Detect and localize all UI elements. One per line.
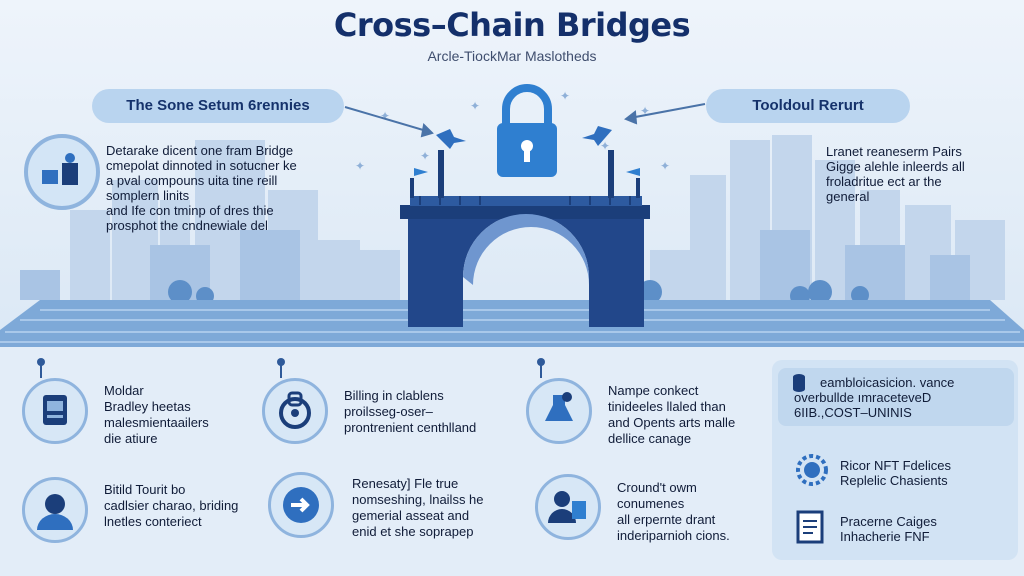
text-line: Detarake dicent one fram Bridge <box>106 143 294 158</box>
svg-text:✦: ✦ <box>380 109 390 123</box>
feature-text: Billing in clablens proilsseg-oser– pron… <box>344 388 534 436</box>
text-line: inderiparnioh cions. <box>617 528 730 543</box>
text-line: all erpernte drant <box>617 512 716 527</box>
feature-text: Bitild Tourit bo cadlsier charao, bridin… <box>104 482 294 530</box>
page-subtitle: Arcle-TiockMar Maslotheds <box>427 48 597 64</box>
text-line: Renesaty] Fle true <box>352 476 459 491</box>
feature-item-transfer: Renesaty] Fle true nomseshing, lnailss h… <box>268 472 538 547</box>
chemistry-lab-icon <box>526 378 592 444</box>
document-icon <box>796 510 824 544</box>
page-title: Cross–Chain Bridges <box>333 6 691 44</box>
text-line: conumenes <box>617 496 685 511</box>
feature-item-smart-contract: Moldar Bradley heetas malesmientaailers … <box>22 378 302 448</box>
text-line: prontrenient centhlland <box>344 420 477 435</box>
svg-text:✦: ✦ <box>660 159 670 173</box>
text-line: malesmientaailers <box>104 415 209 430</box>
svg-text:✦: ✦ <box>470 99 480 113</box>
text-line: dellice canage <box>608 431 692 446</box>
panel-row-line: Inhacherie FNF <box>840 529 930 544</box>
text-line: Bitild Tourit bo <box>104 482 186 497</box>
pill-label-left: The Sone Setum 6rennies <box>92 89 344 123</box>
text-line: tinideeles llaled than <box>608 399 726 414</box>
feature-item-lab: Nampe conkect tinideeles llaled than and… <box>526 378 776 448</box>
padlock-icon <box>497 84 557 177</box>
feature-item-person: Bitild Tourit bo cadlsier charao, bridin… <box>22 477 302 547</box>
summary-panel: eambloicasicion. vance overbullde ımrace… <box>772 360 1018 560</box>
text-line: froladritue ect ar the <box>826 174 942 189</box>
text-line: Bradley heetas <box>104 399 191 414</box>
text-line: nomseshing, lnailss he <box>352 492 484 507</box>
user-document-icon <box>535 474 601 540</box>
bridge-scene-illustration: ✦ ✦ ✦ ✦ ✦ ✦ ✦ ✦ <box>0 0 1024 350</box>
svg-text:✦: ✦ <box>420 149 430 163</box>
bridge-illustration <box>400 150 650 327</box>
text-line: lnetles conteriect <box>104 514 202 529</box>
svg-text:✦: ✦ <box>640 104 650 118</box>
svg-text:✦: ✦ <box>600 139 610 153</box>
left-description: Detarake dicent one fram Bridge cmepolat… <box>106 143 326 233</box>
panel-row-line: Ricor NFT Fdelices <box>840 458 952 473</box>
panel-row-line: Replelic Chasients <box>840 473 948 488</box>
text-line: Billing in clablens <box>344 388 444 403</box>
text-line: general <box>826 189 870 204</box>
svg-text:✦: ✦ <box>355 159 365 173</box>
text-line: Moldar <box>104 383 144 398</box>
pin-marker <box>537 358 545 378</box>
text-line: Lranet reaneserm Pairs <box>826 144 962 159</box>
text-line: enid et she soprapep <box>352 524 474 539</box>
pill-label-right: Tooldoul Rerurt <box>706 89 910 123</box>
smart-contract-icon <box>22 378 88 444</box>
security-lock-icon <box>262 378 328 444</box>
pin-marker <box>37 358 45 378</box>
text-line: prosphot the cndnewiale del <box>106 218 268 233</box>
svg-text:✦: ✦ <box>560 89 570 103</box>
text-line: gemerial asseat and <box>352 508 470 523</box>
feature-text: Renesaty] Fle true nomseshing, lnailss h… <box>352 476 542 540</box>
network-badge-icon <box>24 134 100 210</box>
right-description: Lranet reaneserm Pairs Gigge alehle inle… <box>826 144 1001 204</box>
person-avatar-icon <box>22 477 88 543</box>
feature-item-security: Billing in clablens proilsseg-oser– pron… <box>262 378 542 448</box>
text-line: and Opents arts malle <box>608 415 736 430</box>
nft-gear-icon <box>796 454 828 486</box>
panel-head-line: eambloicasicion. vance <box>820 375 955 390</box>
panel-head-line: 6IIB.,COST–UNINIS <box>794 405 912 420</box>
text-line: cadlsier charao, briding <box>104 498 239 513</box>
feature-text: Nampe conkect tinideeles llaled than and… <box>608 383 768 447</box>
transfer-arrow-icon <box>268 472 334 538</box>
text-line: Nampe conkect <box>608 383 699 398</box>
text-line: proilsseg-oser– <box>344 404 433 419</box>
text-line: somplern linits <box>106 188 190 203</box>
text-line: a pval compouns uita tine reill <box>106 173 278 188</box>
panel-row-line: Pracerne Caiges <box>840 514 937 529</box>
database-icon <box>793 374 805 392</box>
text-line: and Ife con tminp of dres thie <box>106 203 274 218</box>
text-line: cmepolat dinnoted in sotucner ke <box>106 158 297 173</box>
text-line: Cround't owm <box>617 480 697 495</box>
pin-marker <box>277 358 285 378</box>
panel-head-line: overbullde ımraceteveD <box>794 390 932 405</box>
feature-text: Moldar Bradley heetas malesmientaailers … <box>104 383 294 447</box>
feature-text: Cround't owm conumenes all erpernte dran… <box>617 480 762 544</box>
summary-panel-header <box>778 368 1014 426</box>
text-line: die atiure <box>104 431 158 446</box>
feature-item-user-document: Cround't owm conumenes all erpernte dran… <box>535 474 770 549</box>
text-line: Gigge alehle inleerds all <box>826 159 965 174</box>
